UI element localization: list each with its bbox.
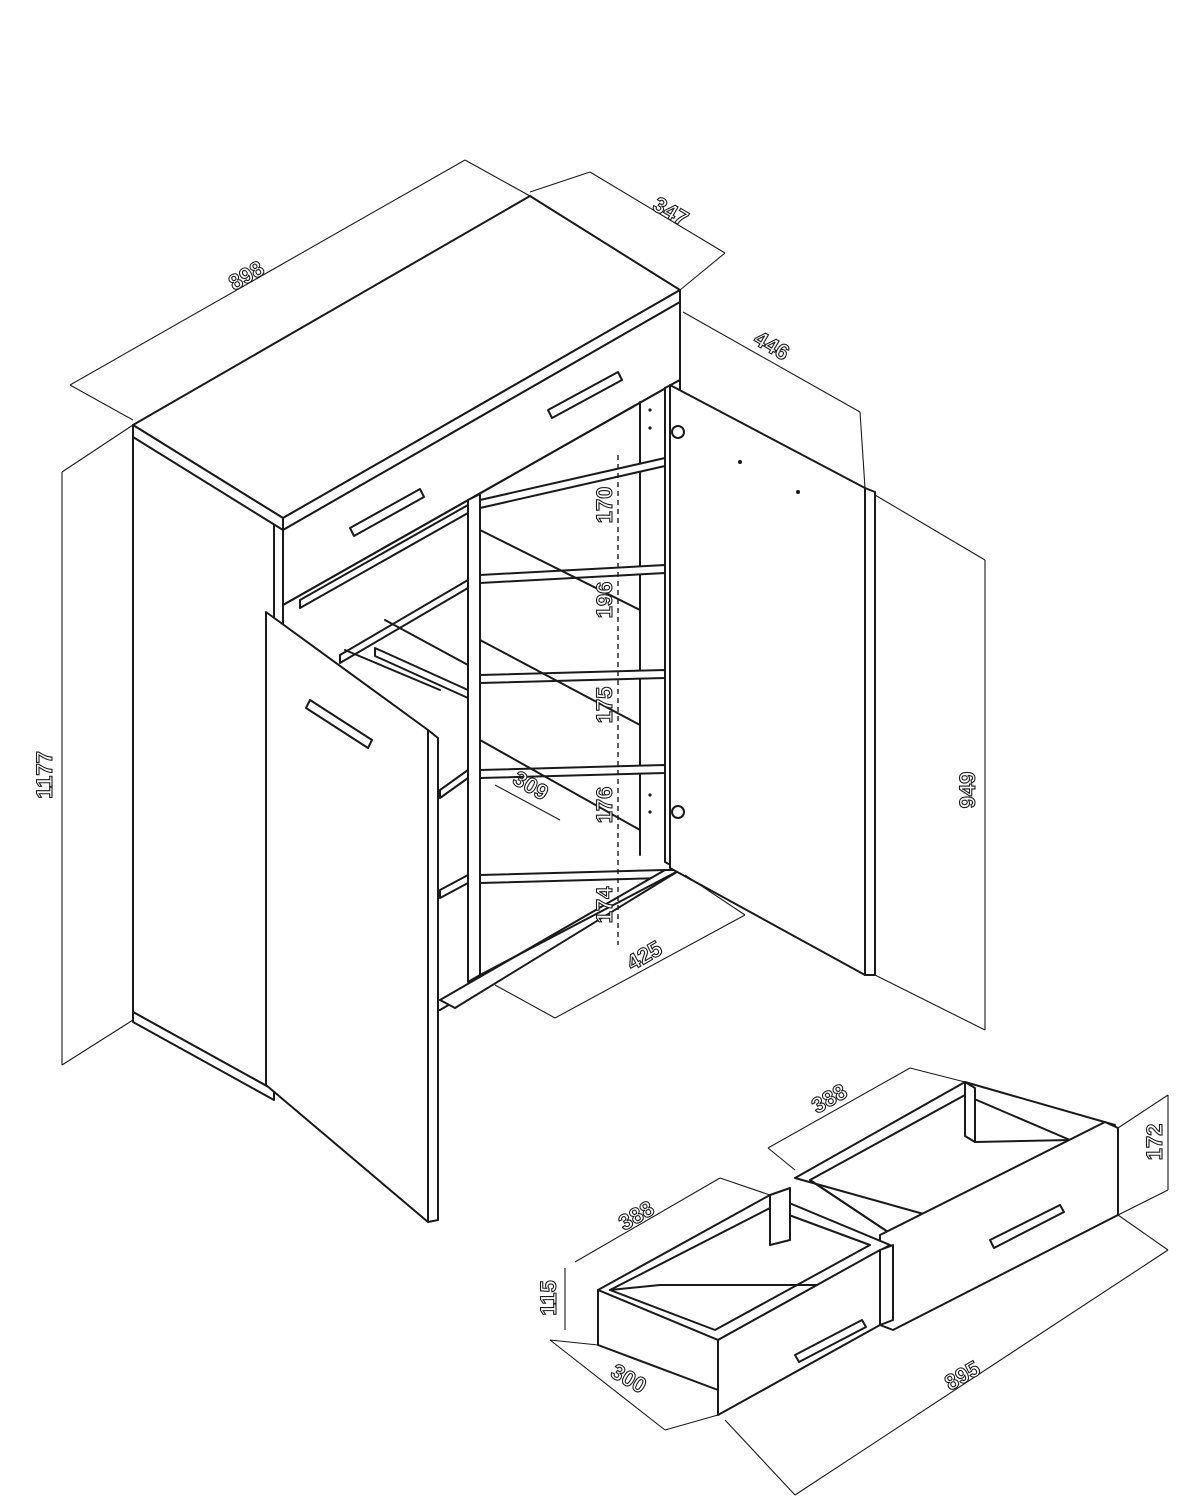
center-divider — [467, 493, 481, 983]
dim-drawer-front-width: 895 — [940, 1355, 984, 1395]
hinge-dot-icon — [738, 460, 742, 464]
dim-door-width: 446 — [750, 325, 794, 365]
left-door-handle-icon — [305, 699, 373, 749]
dim-shelf-2: 196 — [592, 582, 617, 619]
cabinet — [132, 195, 876, 1223]
large-drawer-top — [794, 1081, 1116, 1221]
right-door — [669, 384, 866, 976]
hinge-cup-icon — [671, 425, 685, 439]
dim-shelf-1: 170 — [592, 487, 617, 524]
large-drawer-handle-icon — [989, 1204, 1065, 1249]
drawer-dimension-lines — [549, 1067, 1169, 1496]
dim-top-depth: 347 — [649, 191, 693, 231]
dim-overall-height: 1177 — [32, 751, 57, 799]
small-drawer-handle-icon — [794, 1319, 867, 1363]
top-drawer-handle-icon — [547, 371, 623, 419]
top-drawer-handle-lower-icon — [349, 488, 425, 537]
dim-drawer-box-width: 300 — [607, 1358, 651, 1398]
right-door-edge — [864, 487, 876, 976]
dim-inner-width: 425 — [622, 935, 666, 975]
dim-shelf-5: 174 — [592, 886, 617, 923]
dim-door-height: 949 — [955, 772, 980, 809]
hinge-cup-icon — [671, 805, 685, 819]
drawer-small — [597, 1187, 894, 1416]
dim-shelf-4: 176 — [592, 787, 617, 824]
dim-shelf-3: 175 — [592, 687, 617, 724]
left-door — [265, 611, 429, 1223]
dim-drawer-depth: 388 — [807, 1078, 851, 1118]
dim-drawer-box-height: 115 — [536, 1280, 561, 1316]
dim-drawer-front-height: 172 — [1142, 1124, 1167, 1161]
dim-overall-width: 898 — [224, 255, 268, 295]
bottom-back-line — [479, 869, 681, 976]
left-side-panel — [132, 424, 275, 1091]
plinth-left — [132, 1011, 275, 1101]
cabinet-dimension-lines — [61, 159, 986, 1066]
dim-drawer-box-depth: 388 — [614, 1195, 658, 1235]
left-door-edge — [427, 729, 439, 1223]
drawer-large — [794, 1081, 1119, 1331]
hinge-dot-icon — [796, 490, 800, 494]
